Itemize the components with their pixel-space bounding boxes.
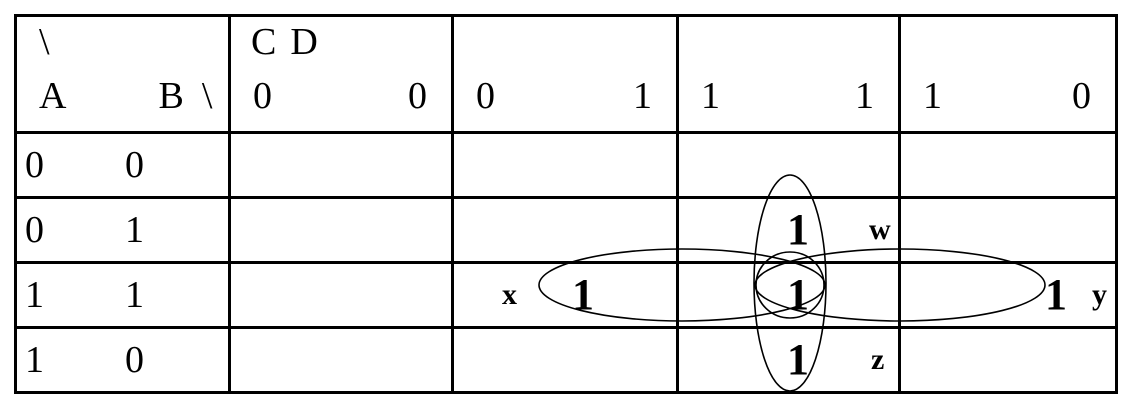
cell-value: 1 xyxy=(787,270,809,319)
col-11-c-bit: 1 xyxy=(701,75,720,117)
cell-r10-c11: 1 z xyxy=(676,326,901,394)
row-variable-a-label: A xyxy=(39,75,67,117)
cell-value: 1 xyxy=(787,335,809,384)
row-10-b-bit: 0 xyxy=(125,339,144,381)
kmap-row-11: 1 1 x 1 1 xyxy=(14,261,1118,329)
row-00-a-bit: 0 xyxy=(25,144,44,186)
row-01-a-bit: 0 xyxy=(25,209,44,251)
column-variable-d-label: D xyxy=(290,21,318,63)
col-10-d-bit: 0 xyxy=(1072,75,1091,117)
kmap-row-10: 1 0 1 z xyxy=(14,326,1118,394)
cell-r00-c11 xyxy=(676,131,901,199)
row-label-cell-00: 0 0 xyxy=(14,131,231,199)
column-header-cell-01: 0 1 xyxy=(451,14,679,134)
cell-r01-c00 xyxy=(228,196,454,264)
row-11-b-bit: 1 xyxy=(125,274,144,316)
row-label-cell-01: 0 1 xyxy=(14,196,231,264)
group-tag-w: w xyxy=(869,213,891,246)
col-01-d-bit: 1 xyxy=(633,75,652,117)
cell-r10-c10 xyxy=(898,326,1118,394)
column-header-cell-10: 1 0 xyxy=(898,14,1118,134)
group-tag-y: y xyxy=(1092,278,1107,311)
row-10-a-bit: 1 xyxy=(25,339,44,381)
column-variable-c-label: C xyxy=(251,21,277,63)
cell-r00-c01 xyxy=(451,131,679,199)
row-variable-b-label: B xyxy=(158,75,184,117)
col-11-d-bit: 1 xyxy=(855,75,874,117)
cell-r01-c10 xyxy=(898,196,1118,264)
group-tag-z: z xyxy=(871,343,885,376)
cell-r00-c00 xyxy=(228,131,454,199)
corner-slash-after: \ xyxy=(201,75,213,117)
group-tag-x: x xyxy=(502,278,517,311)
cell-value: 1 xyxy=(572,270,594,319)
cell-r11-c00 xyxy=(228,261,454,329)
col-00-c-bit: 0 xyxy=(253,75,272,117)
kmap-row-00: 0 0 xyxy=(14,131,1118,199)
cell-r11-c11: 1 xyxy=(676,261,901,329)
cell-value: 1 xyxy=(1045,270,1067,319)
cell-r11-c10: 1 y xyxy=(898,261,1118,329)
cell-r01-c01 xyxy=(451,196,679,264)
row-label-cell-11: 1 1 xyxy=(14,261,231,329)
col-00-d-bit: 0 xyxy=(408,75,427,117)
cell-r01-c11: 1 w xyxy=(676,196,901,264)
cell-r00-c10 xyxy=(898,131,1118,199)
cell-value: 1 xyxy=(787,205,809,254)
row-00-b-bit: 0 xyxy=(125,144,144,186)
corner-slash-top: \ xyxy=(39,21,50,63)
column-header-cell-11: 1 1 xyxy=(676,14,901,134)
kmap-row-01: 0 1 1 w xyxy=(14,196,1118,264)
cell-r10-c00 xyxy=(228,326,454,394)
row-11-a-bit: 1 xyxy=(25,274,44,316)
cell-r11-c01: x 1 xyxy=(451,261,679,329)
corner-header-cell: \ A B \ xyxy=(14,14,231,134)
row-01-b-bit: 1 xyxy=(125,209,144,251)
col-10-c-bit: 1 xyxy=(923,75,942,117)
col-01-c-bit: 0 xyxy=(476,75,495,117)
cell-r10-c01 xyxy=(451,326,679,394)
row-label-cell-10: 1 0 xyxy=(14,326,231,394)
row-variable-labels: A B \ xyxy=(39,75,212,117)
